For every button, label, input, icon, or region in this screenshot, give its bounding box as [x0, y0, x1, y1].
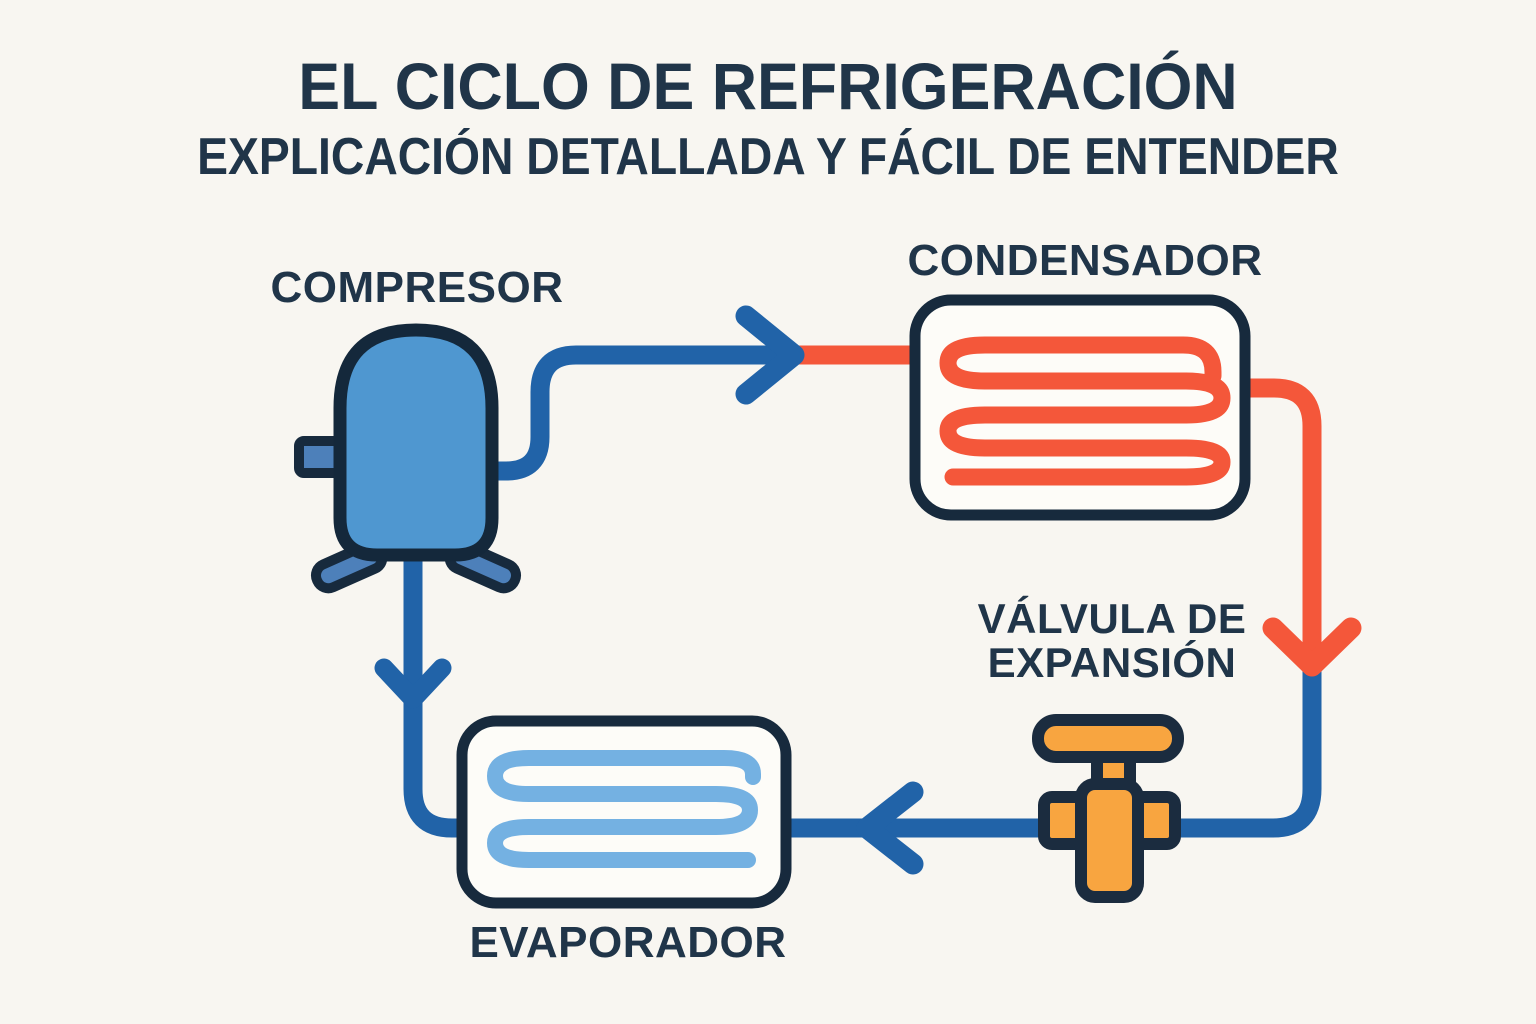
arrow-down-red-icon	[1262, 617, 1362, 677]
expansion-valve-label: VÁLVULA DE EXPANSIÓN	[978, 597, 1247, 685]
valve-body	[1075, 778, 1144, 903]
page-subtitle: EXPLICACIÓN DETALLADA Y FÁCIL DE ENTENDE…	[197, 128, 1339, 186]
valve-handle	[1032, 714, 1184, 763]
pipe-compressor-to-evaporator	[403, 545, 470, 838]
expansion-valve-label-line1: VÁLVULA DE	[977, 595, 1247, 642]
arrow-right-icon	[735, 305, 805, 405]
condenser-label: CONDENSADOR	[907, 236, 1263, 285]
evaporator-coil	[487, 750, 761, 868]
evaporator-label: EVAPORADOR	[469, 918, 787, 967]
compressor-label: COMPRESOR	[270, 263, 564, 312]
expansion-valve-label-line2: EXPANSIÓN	[987, 639, 1237, 686]
expansion-valve	[1032, 714, 1184, 903]
page-title: EL CICLO DE REFRIGERACIÓN	[298, 49, 1238, 123]
pipe-condenser-to-valve	[1242, 378, 1322, 652]
condenser-unit	[909, 294, 1251, 521]
compressor-tank	[333, 323, 499, 562]
evaporator-box	[456, 715, 792, 909]
compressor-unit	[294, 323, 522, 594]
condenser-coil	[939, 336, 1231, 486]
evaporator-unit	[456, 715, 792, 909]
pipe-valve-to-evaporator	[783, 664, 1322, 838]
arrow-down-blue-icon	[374, 658, 452, 709]
arrow-left-icon	[856, 781, 924, 875]
pipe-compressor-to-condenser	[480, 345, 788, 481]
